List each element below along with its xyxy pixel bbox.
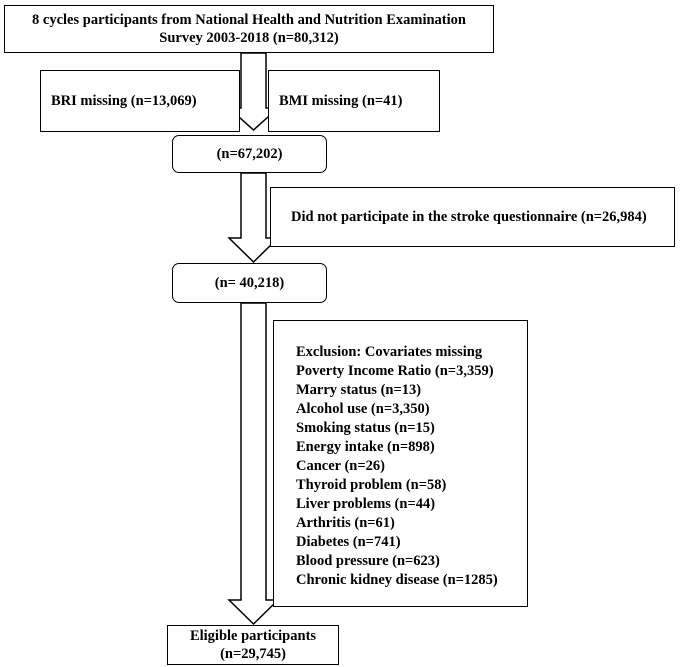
down-arrow-3 <box>227 302 280 626</box>
stroke-exclusion-label: Did not participate in the stroke questi… <box>291 209 647 225</box>
eligible-participants-box: Eligible participants (n=29,745) <box>167 625 339 665</box>
eligible-participants-line2: (n=29,745) <box>220 646 286 662</box>
exclusion-item: Blood pressure (n=623) <box>296 553 440 569</box>
step1-count-label: (n=67,202) <box>216 146 283 162</box>
bmi-missing-label: BMI missing (n=41) <box>279 93 403 109</box>
step2-count-label: (n= 40,218) <box>214 275 285 291</box>
exclusion-header: Exclusion: Covariates missing <box>296 344 483 360</box>
bmi-missing-box: BMI missing (n=41) <box>268 70 440 132</box>
exclusion-item: Chronic kidney disease (n=1285) <box>296 572 498 588</box>
exclusion-item: Arthritis (n=61) <box>296 515 395 531</box>
exclusion-item: Alcohol use (n=3,350) <box>296 401 430 417</box>
exclusion-item: Cancer (n=26) <box>296 458 385 474</box>
down-arrow-2 <box>227 172 280 264</box>
source-population-line2: Survey 2003-2018 (n=80,312) <box>159 30 339 46</box>
exclusion-item: Energy intake (n=898) <box>296 439 435 455</box>
exclusion-item: Poverty Income Ratio (n=3,359) <box>296 363 494 379</box>
covariate-exclusion-list: Exclusion: Covariates missing Poverty In… <box>274 321 527 590</box>
step1-count-box: (n=67,202) <box>172 135 327 173</box>
bri-missing-box: BRI missing (n=13,069) <box>40 70 240 132</box>
source-population-box: 8 cycles participants from National Heal… <box>4 5 494 53</box>
bri-missing-label: BRI missing (n=13,069) <box>51 93 197 109</box>
exclusion-item: Smoking status (n=15) <box>296 420 435 436</box>
covariate-exclusion-box: Exclusion: Covariates missing Poverty In… <box>273 320 528 607</box>
source-population-line1: 8 cycles participants from National Heal… <box>32 12 466 28</box>
exclusion-item: Liver problems (n=44) <box>296 496 436 512</box>
exclusion-item: Diabetes (n=741) <box>296 534 401 550</box>
step2-count-box: (n= 40,218) <box>172 263 327 303</box>
exclusion-item: Thyroid problem (n=58) <box>296 477 447 493</box>
eligible-participants-line1: Eligible participants <box>189 628 317 644</box>
stroke-exclusion-box: Did not participate in the stroke questi… <box>270 187 675 247</box>
exclusion-item: Marry status (n=13) <box>296 382 422 398</box>
